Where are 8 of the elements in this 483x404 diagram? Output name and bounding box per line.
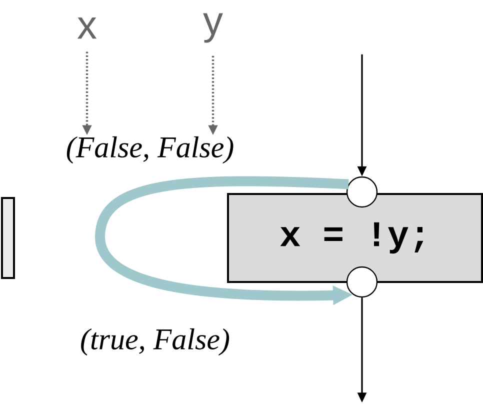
side-box — [1, 197, 15, 279]
text-label: x — [77, 17, 97, 39]
text-label: y — [203, 13, 223, 43]
value-pair: (False, False) — [66, 136, 234, 164]
junction-circle — [346, 176, 378, 208]
statement-box: x = !y; — [227, 193, 483, 283]
value-pair: (true, False) — [81, 328, 230, 356]
junction-circle — [346, 266, 378, 298]
